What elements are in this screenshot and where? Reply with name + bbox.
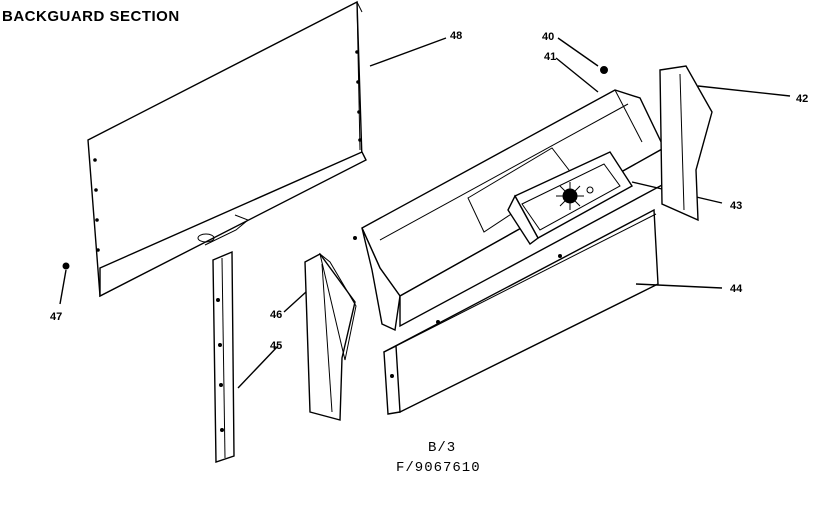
callout-45: 45 <box>270 340 282 352</box>
part-46-end-cap <box>283 252 357 421</box>
part-42-end-cap <box>659 65 791 222</box>
part-44-trim-strip <box>383 208 723 415</box>
callout-47: 47 <box>50 311 62 323</box>
callout-46: 46 <box>270 309 282 321</box>
part-47-screw <box>59 262 70 305</box>
callout-43: 43 <box>730 200 742 212</box>
part-43-clock-assembly <box>507 151 723 246</box>
callout-48: 48 <box>450 30 462 42</box>
callout-42: 42 <box>796 93 808 105</box>
part-40-screw <box>600 66 608 74</box>
footer-line-1: B/3 <box>428 440 457 456</box>
part-48-back-panel <box>87 0 367 298</box>
part-45-bracket <box>212 250 279 463</box>
diagram-title: BACKGUARD SECTION <box>2 8 180 25</box>
callout-41: 41 <box>544 51 556 63</box>
leader-lines <box>369 37 599 93</box>
callout-40: 40 <box>542 31 554 43</box>
footer-line-2: F/9067610 <box>396 460 481 476</box>
callout-44: 44 <box>730 283 743 295</box>
